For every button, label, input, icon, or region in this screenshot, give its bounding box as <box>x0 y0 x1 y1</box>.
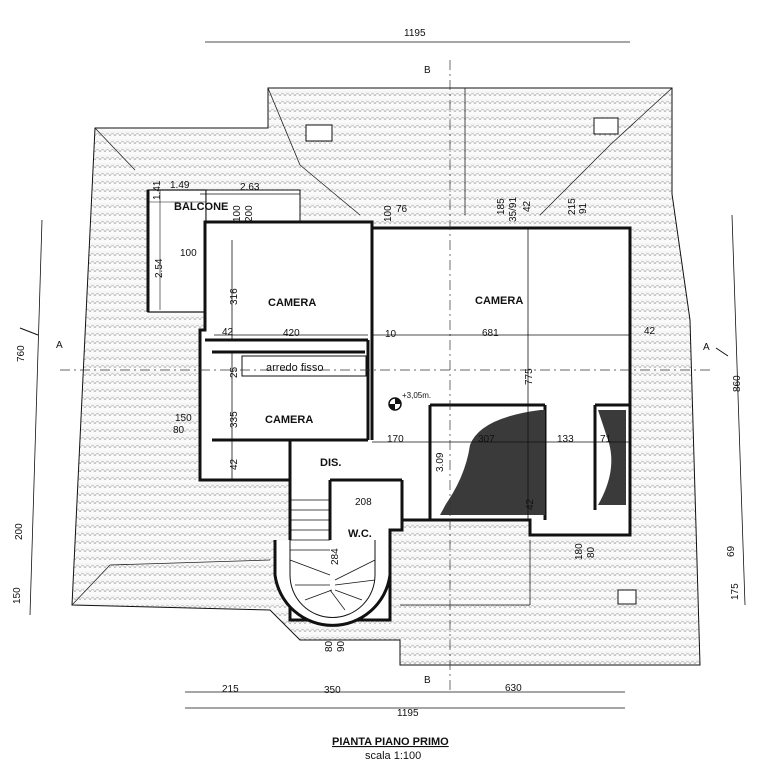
fixed-furniture <box>241 355 367 377</box>
dim-185: 185 <box>496 198 507 215</box>
dim-170: 170 <box>387 434 404 445</box>
section-b-top: B <box>424 65 431 76</box>
level-label: +3,05m. <box>402 391 431 400</box>
stair-void <box>440 410 540 512</box>
dim-150-left: 150 <box>12 587 23 604</box>
balcony <box>147 189 207 313</box>
section-b-bottom: B <box>424 675 431 686</box>
dim-180: 180 <box>574 543 585 560</box>
fixed-furniture-label: arredo fisso <box>266 362 323 374</box>
dim-90: 90 <box>336 640 347 652</box>
dim-100-window: 100 <box>180 248 197 259</box>
dim-balc-263: 2.63 <box>240 182 260 193</box>
spiral-stair <box>273 499 392 627</box>
dim-100a: 100 <box>232 205 243 222</box>
dim-307: 307 <box>478 434 495 445</box>
dim-42-d: 42 <box>525 498 536 510</box>
drawing-scale: scala 1:100 <box>365 750 421 762</box>
room-label-camera-lower: CAMERA <box>265 414 313 426</box>
dim-balc-141: 1.41 <box>152 180 163 200</box>
dim-3-09: 3.09 <box>435 452 446 472</box>
dim-100b: 100 <box>383 205 394 222</box>
dim-bottom-3: 630 <box>505 683 522 694</box>
dim-69: 69 <box>726 545 737 557</box>
skylight <box>593 117 619 135</box>
dim-42-low: 42 <box>229 458 240 470</box>
dim-top-total: 1195 <box>404 28 426 39</box>
dim-91: 91 <box>578 202 589 214</box>
dim-775: 775 <box>524 368 535 385</box>
dim-bottom-1: 215 <box>222 684 239 695</box>
dim-316: 316 <box>229 288 240 305</box>
drawing-title: PIANTA PIANO PRIMO <box>332 736 449 748</box>
dim-balc-254: 2.54 <box>154 258 165 278</box>
room-label-camera-right: CAMERA <box>475 295 523 307</box>
dim-200a: 200 <box>244 205 255 222</box>
dim-175: 175 <box>730 583 741 600</box>
room-label-wc: W.C. <box>348 528 372 540</box>
dim-71: 71 <box>600 434 612 445</box>
room-label-dis: DIS. <box>320 457 341 469</box>
void-right <box>598 410 626 505</box>
dim-35-91: 35/91 <box>508 197 519 222</box>
dim-80b: 80 <box>586 546 597 558</box>
building <box>198 220 632 622</box>
dim-420: 420 <box>283 328 300 339</box>
dim-76: 76 <box>396 204 408 215</box>
dim-bottom-2: 350 <box>324 685 341 696</box>
dim-681: 681 <box>482 328 499 339</box>
room-label-balcone: BALCONE <box>174 201 228 213</box>
dimension-lines <box>29 41 746 709</box>
dim-215: 215 <box>567 198 578 215</box>
dim-760: 760 <box>16 345 27 362</box>
room-label-camera-left: CAMERA <box>268 297 316 309</box>
skylight <box>305 124 333 142</box>
skylight <box>617 589 637 605</box>
roof-ridges <box>71 87 673 606</box>
dim-200-left: 200 <box>14 523 25 540</box>
dim-balc-149: 1.49 <box>170 180 190 191</box>
dim-860: 860 <box>732 375 743 392</box>
dim-80c: 80 <box>324 640 335 652</box>
dim-335: 335 <box>229 411 240 428</box>
dim-208: 208 <box>355 497 372 508</box>
dim-42-mid: 42 <box>222 327 234 338</box>
dim-bottom-total: 1195 <box>397 708 419 719</box>
section-a-left: A <box>56 340 63 351</box>
dim-42-right: 42 <box>644 326 656 337</box>
dim-42-top: 42 <box>522 200 533 212</box>
dim-25: 25 <box>229 366 240 378</box>
dim-10: 10 <box>385 329 397 340</box>
dim-133: 133 <box>557 434 574 445</box>
section-a-right: A <box>703 342 710 353</box>
stair-void <box>440 410 545 515</box>
level-marker <box>388 397 402 411</box>
dim-80: 80 <box>173 425 185 436</box>
section-lines <box>60 60 710 690</box>
dim-284: 284 <box>330 548 341 565</box>
dim-150: 150 <box>175 413 192 424</box>
